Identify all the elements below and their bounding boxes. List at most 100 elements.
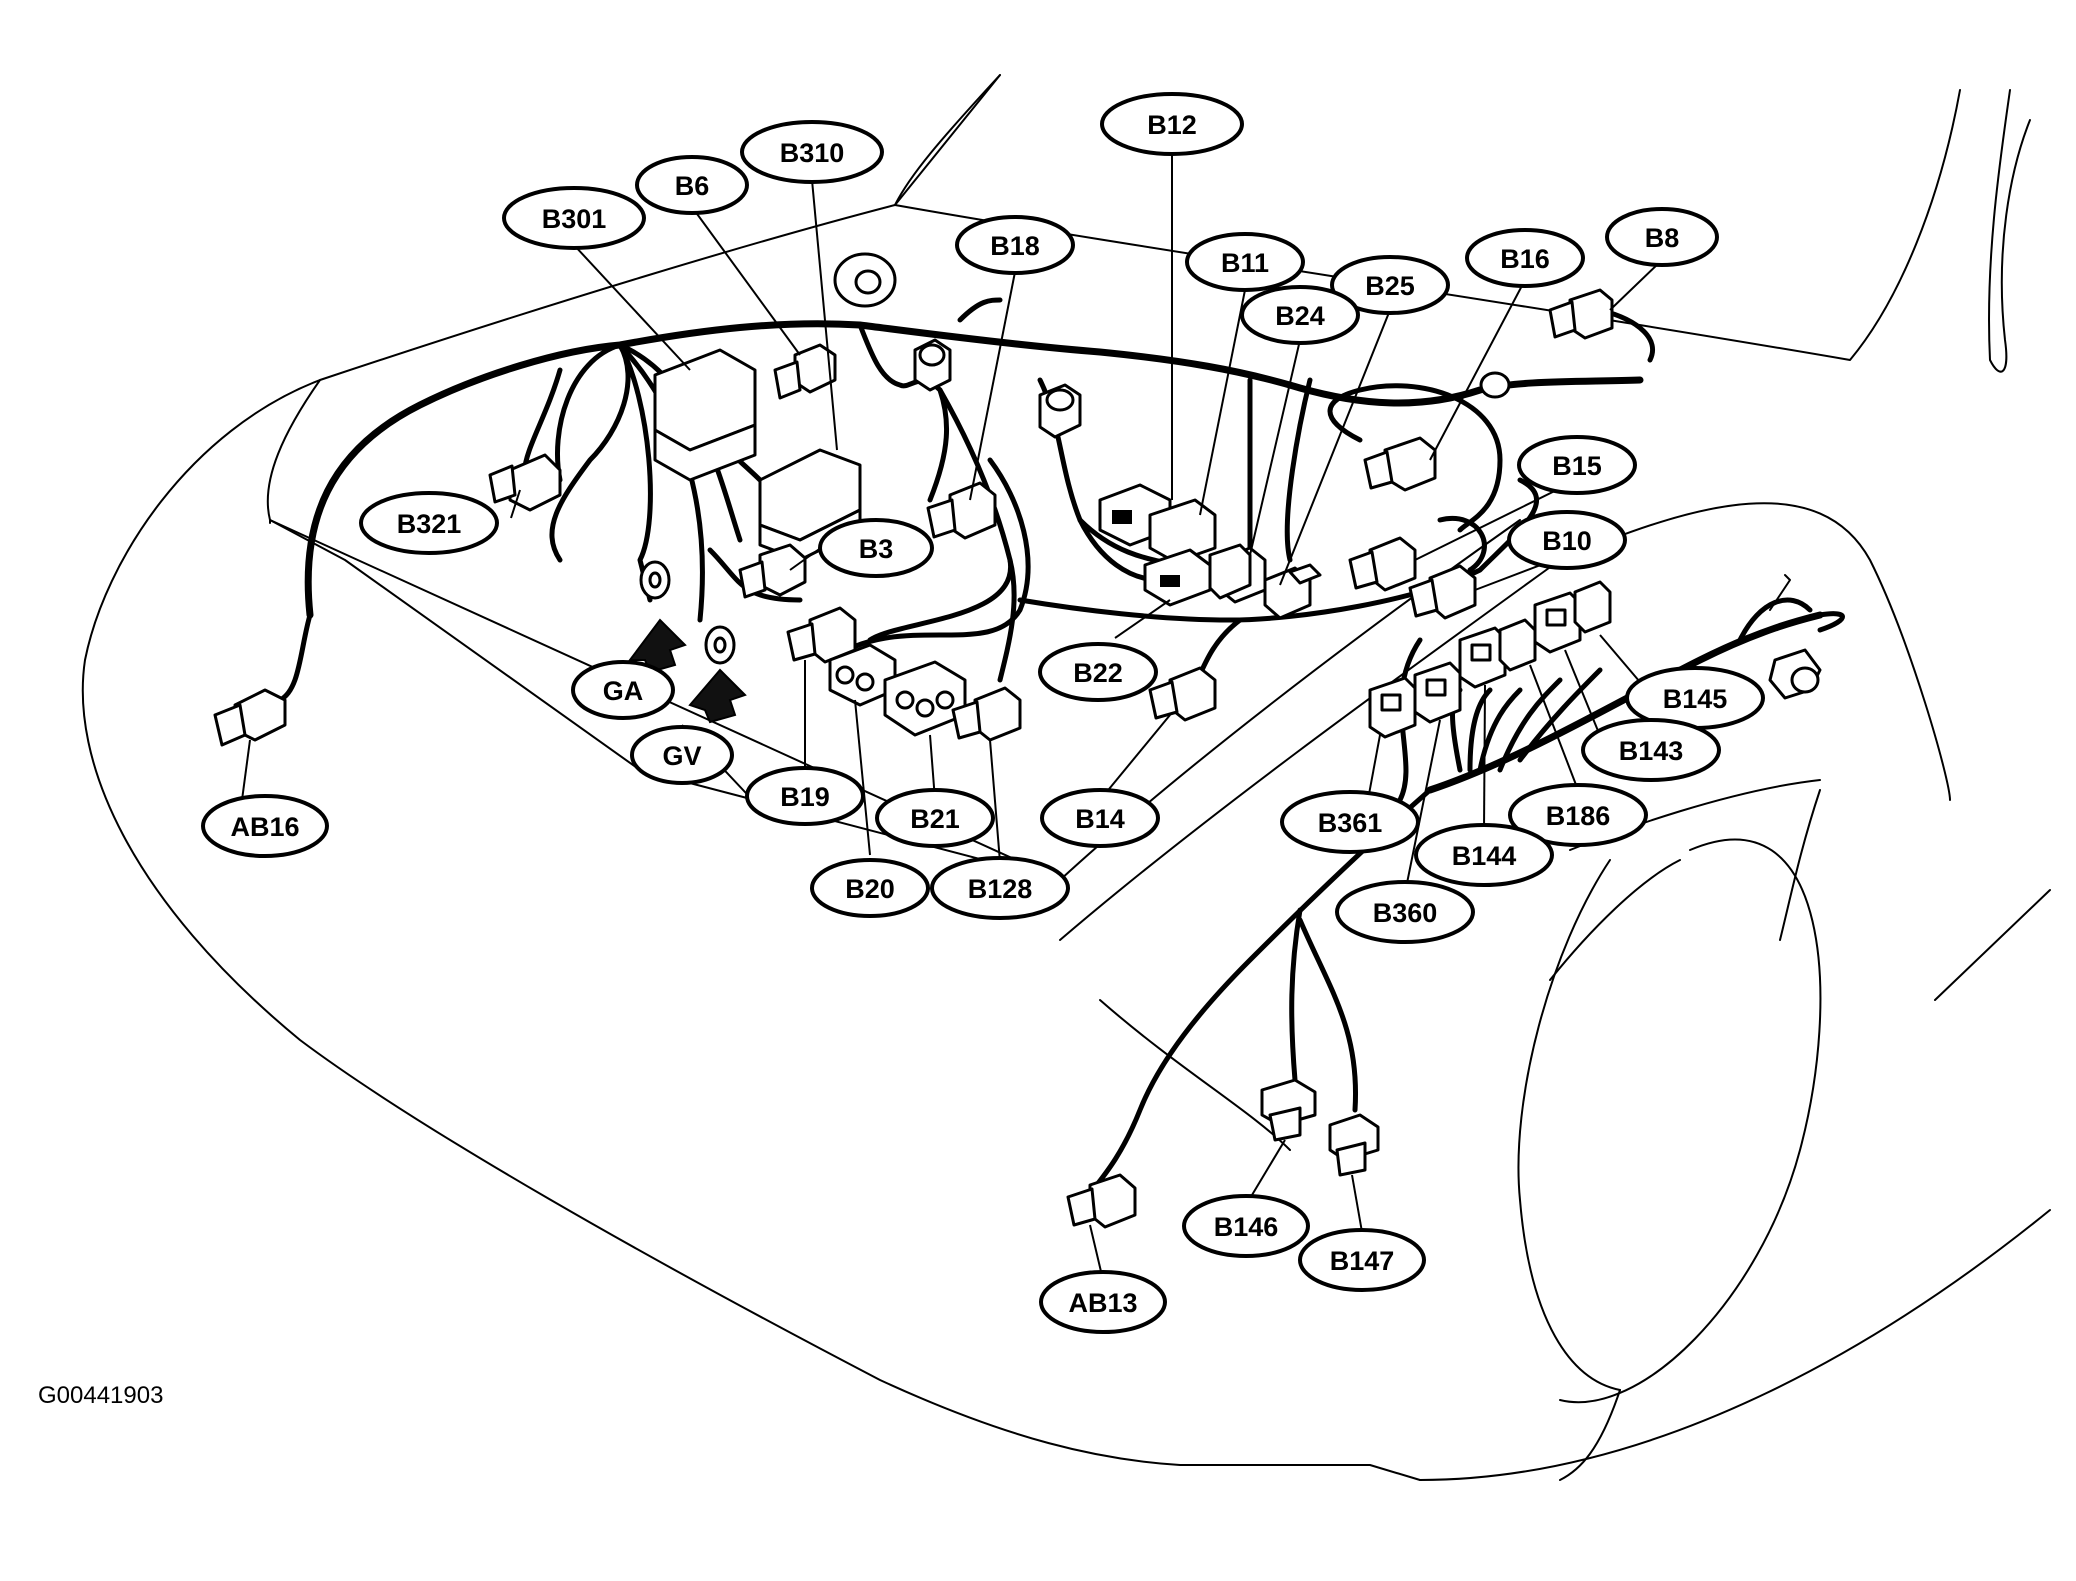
callout-ellipse bbox=[875, 788, 995, 848]
callout-label: B360 bbox=[1373, 898, 1438, 928]
callout-b3: B3 bbox=[818, 518, 934, 578]
callout-b321: B321 bbox=[359, 491, 499, 555]
ground-terminal-gv bbox=[704, 625, 736, 665]
callout-label: B128 bbox=[968, 874, 1033, 904]
connector-b19-body bbox=[786, 606, 857, 664]
connector-b128-body bbox=[951, 686, 1022, 742]
callout-ellipse bbox=[818, 518, 934, 578]
connector-b18-body bbox=[926, 481, 997, 540]
connector-b24-body bbox=[1208, 543, 1252, 600]
callout-b301: B301 bbox=[502, 186, 646, 250]
callout-b145: B145 bbox=[1625, 666, 1765, 730]
callout-gv: GV bbox=[630, 725, 734, 785]
callout-b361: B361 bbox=[1280, 790, 1420, 854]
connector-b6-body bbox=[773, 343, 837, 400]
callout-label: B19 bbox=[780, 782, 830, 812]
connector-b144-body bbox=[1458, 626, 1507, 689]
callout-ellipse bbox=[1335, 880, 1475, 944]
callout-ellipse bbox=[630, 725, 734, 785]
callout-label: B186 bbox=[1546, 801, 1611, 831]
callout-label: B14 bbox=[1075, 804, 1125, 834]
callout-label: B145 bbox=[1663, 684, 1728, 714]
callout-ellipse bbox=[1330, 255, 1450, 315]
callout-label: B146 bbox=[1214, 1212, 1279, 1242]
callout-label: B3 bbox=[859, 534, 894, 564]
arrow-ga bbox=[628, 618, 687, 674]
callout-ab16: AB16 bbox=[201, 794, 329, 858]
callout-ellipse bbox=[1517, 435, 1637, 495]
connector-parts bbox=[213, 252, 1822, 1229]
connector-b21-body bbox=[883, 660, 967, 737]
callout-b147: B147 bbox=[1298, 1228, 1426, 1292]
callout-ellipse bbox=[745, 766, 865, 826]
callout-b360: B360 bbox=[1335, 880, 1475, 944]
callout-ellipse bbox=[1465, 228, 1585, 288]
callout-b16: B16 bbox=[1465, 228, 1585, 288]
callout-label: B301 bbox=[542, 204, 607, 234]
callout-b8: B8 bbox=[1605, 207, 1719, 267]
callout-label: AB16 bbox=[230, 812, 299, 842]
connector-b15-body bbox=[1348, 536, 1417, 592]
callout-label: B11 bbox=[1221, 248, 1269, 278]
callout-ellipse bbox=[1039, 1270, 1167, 1334]
grommet bbox=[1479, 371, 1511, 399]
callout-b146: B146 bbox=[1182, 1194, 1310, 1258]
callout-ellipse bbox=[930, 856, 1070, 920]
callout-b128: B128 bbox=[930, 856, 1070, 920]
connector-b12-top bbox=[1038, 383, 1082, 439]
callout-b6: B6 bbox=[635, 155, 749, 215]
callout-label: B22 bbox=[1073, 658, 1123, 688]
callout-b20: B20 bbox=[810, 858, 930, 918]
connector-b3-body bbox=[738, 543, 807, 599]
callout-ga: GA bbox=[571, 660, 675, 720]
callout-label: GA bbox=[603, 676, 644, 706]
callout-b12: B12 bbox=[1100, 92, 1244, 156]
callout-ellipse bbox=[955, 215, 1075, 275]
connector-ab13-body bbox=[1066, 1173, 1137, 1229]
callout-ellipse bbox=[1507, 510, 1627, 570]
callout-ellipse bbox=[740, 120, 884, 184]
callout-label: B18 bbox=[990, 231, 1040, 261]
callout-ellipse bbox=[201, 794, 329, 858]
callout-ellipse bbox=[359, 491, 499, 555]
callout-label: B8 bbox=[1645, 223, 1680, 253]
callout-label: B143 bbox=[1619, 736, 1684, 766]
callout-label: B15 bbox=[1552, 451, 1602, 481]
callout-b18: B18 bbox=[955, 215, 1075, 275]
vehicle-body-outline bbox=[81, 74, 2051, 1481]
callout-label: B25 bbox=[1365, 271, 1415, 301]
callout-label: B310 bbox=[780, 138, 845, 168]
callout-ellipse bbox=[1298, 1228, 1426, 1292]
callout-b15: B15 bbox=[1517, 435, 1637, 495]
callout-b186: B186 bbox=[1508, 783, 1648, 847]
callout-label: AB13 bbox=[1068, 1288, 1137, 1318]
callout-ellipse bbox=[1581, 718, 1721, 782]
sensor-top-left bbox=[833, 252, 897, 308]
figure-code: G00441903 bbox=[38, 1382, 163, 1409]
callout-label: B21 bbox=[910, 804, 960, 834]
connector-b10-body bbox=[1408, 564, 1477, 620]
callout-label: B12 bbox=[1147, 110, 1197, 140]
callout-ellipse bbox=[502, 186, 646, 250]
sensor-right bbox=[1768, 648, 1822, 700]
connector-b146-body bbox=[1260, 1078, 1317, 1142]
callout-label: B24 bbox=[1275, 301, 1325, 331]
connector-b361-body bbox=[1368, 676, 1417, 739]
ground-terminal-ga bbox=[639, 560, 671, 600]
callout-label: B147 bbox=[1330, 1246, 1395, 1276]
callout-b310: B310 bbox=[740, 120, 884, 184]
callout-ellipse bbox=[1038, 642, 1158, 702]
callout-ellipse bbox=[1414, 823, 1554, 887]
callout-ellipse bbox=[1605, 207, 1719, 267]
callout-label: B6 bbox=[675, 171, 710, 201]
callout-label: B321 bbox=[397, 509, 462, 539]
callout-label: B10 bbox=[1542, 526, 1592, 556]
callout-label: B16 bbox=[1500, 244, 1550, 274]
callout-ab13: AB13 bbox=[1039, 1270, 1167, 1334]
callout-b24: B24 bbox=[1240, 285, 1360, 345]
connector-ab16-body bbox=[213, 688, 287, 747]
callout-ellipse bbox=[1040, 788, 1160, 848]
callout-b22: B22 bbox=[1038, 642, 1158, 702]
callout-label: B361 bbox=[1318, 808, 1383, 838]
